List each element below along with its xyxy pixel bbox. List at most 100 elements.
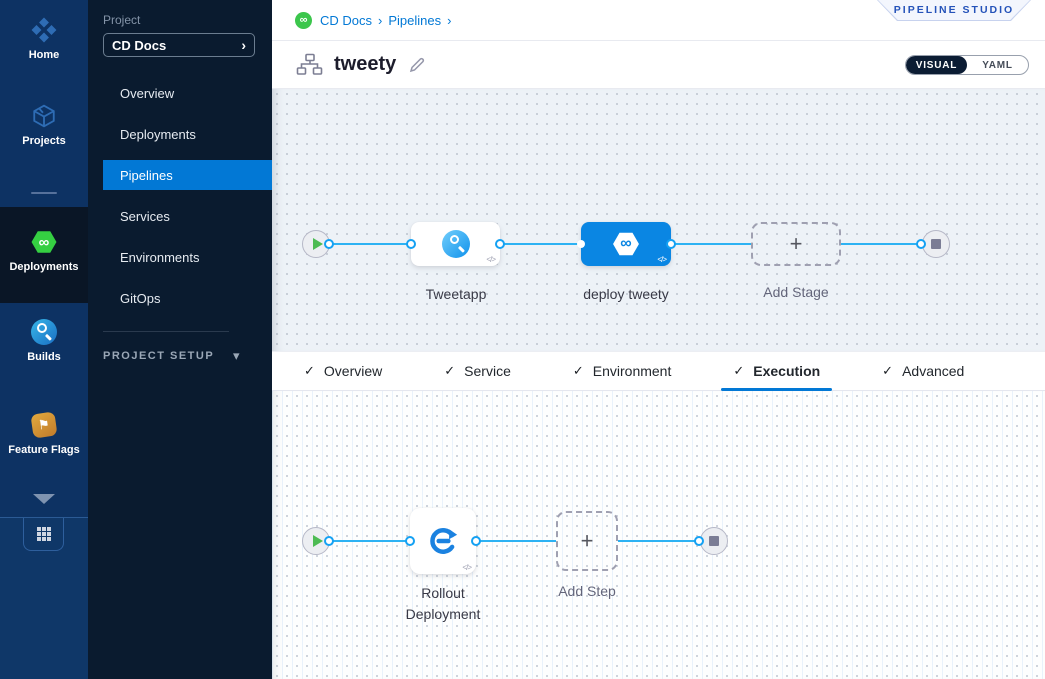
execution-canvas[interactable]: </> + Rollout Deployment Add Step	[272, 391, 1045, 679]
project-name: CD Docs	[112, 37, 167, 53]
connector-port[interactable]	[694, 536, 704, 546]
pipeline-studio-badge: PIPELINE STUDIO	[877, 0, 1031, 21]
connector-line	[841, 243, 921, 245]
check-icon: ✓	[733, 363, 745, 378]
harness-project-icon: ∞	[295, 11, 312, 29]
feature-flags-icon: ⚑	[0, 411, 88, 439]
connector-port[interactable]	[405, 536, 415, 546]
sidebar-item-gitops[interactable]: GitOps	[120, 290, 161, 306]
tab-environment[interactable]: ✓ Environment	[572, 363, 672, 379]
play-icon	[312, 535, 323, 547]
connector-line	[329, 540, 410, 542]
rail-item-home[interactable]: Home	[0, 16, 88, 61]
breadcrumb: ∞ CD Docs › Pipelines › PIPELINE STUDIO	[272, 0, 1045, 41]
add-stage-label: Add Stage	[763, 284, 829, 300]
check-icon: ✓	[304, 363, 315, 378]
deployments-cd-icon: ∞	[0, 228, 88, 256]
rail-item-deployments[interactable]: ∞ Deployments	[0, 228, 88, 273]
home-icon	[0, 16, 88, 44]
tab-advanced[interactable]: ✓ Advanced	[882, 363, 965, 379]
code-icon: </>	[486, 255, 496, 264]
connector-line	[329, 243, 411, 245]
connector-port[interactable]	[577, 240, 585, 248]
check-icon: ✓	[444, 363, 456, 378]
step-label: Rollout Deployment	[405, 585, 481, 622]
visual-yaml-toggle[interactable]: VISUAL YAML	[905, 55, 1029, 75]
project-setup-toggle[interactable]: PROJECT SETUP ▾	[103, 348, 241, 363]
stage-node-tweetapp[interactable]: </>	[411, 222, 500, 266]
rail-active-highlight	[0, 207, 88, 303]
connector-port[interactable]	[495, 239, 505, 249]
main-content: ∞ CD Docs › Pipelines › PIPELINE STUDIO …	[272, 0, 1045, 679]
connector-port[interactable]	[324, 536, 334, 546]
code-icon: </>	[462, 563, 472, 572]
connector-line	[618, 540, 699, 542]
connector-port[interactable]	[406, 239, 416, 249]
projects-cube-icon	[0, 102, 88, 130]
stage-label: Tweetapp	[425, 286, 487, 302]
connector-line	[476, 540, 556, 542]
edit-pencil-icon[interactable]	[408, 56, 426, 74]
plus-icon: +	[789, 231, 803, 256]
connector-port[interactable]	[324, 239, 334, 249]
check-icon: ✓	[882, 363, 894, 378]
stop-icon	[709, 536, 719, 546]
breadcrumb-separator-icon: ›	[378, 12, 383, 28]
execution-end-node[interactable]	[700, 527, 728, 555]
play-icon	[312, 238, 323, 250]
project-selector[interactable]: CD Docs ›	[103, 33, 255, 57]
rail-divider	[31, 192, 57, 194]
pipeline-flowchart-icon	[296, 53, 323, 76]
plus-icon: +	[580, 528, 594, 553]
rail-bottom-panel	[0, 517, 88, 679]
rail-item-projects[interactable]: Projects	[0, 102, 88, 147]
connector-line	[671, 243, 751, 245]
pipeline-end-node[interactable]	[922, 230, 950, 258]
sidebar-item-services[interactable]: Services	[120, 208, 170, 224]
toggle-yaml[interactable]: YAML	[982, 59, 1013, 71]
rail-item-builds[interactable]: Builds	[0, 318, 88, 363]
rail-item-feature-flags[interactable]: ⚑ Feature Flags	[0, 411, 88, 456]
project-label: Project	[103, 13, 141, 27]
toggle-visual[interactable]: VISUAL	[906, 56, 967, 74]
pipeline-name: tweety	[334, 53, 397, 75]
sidebar-item-pipelines[interactable]: Pipelines	[103, 160, 272, 190]
connector-port[interactable]	[666, 239, 676, 249]
stage-canvas[interactable]: </> ∞ </> + Tweetapp deploy tweety Add S…	[272, 89, 1045, 351]
add-step-node[interactable]: +	[556, 511, 618, 571]
rollout-deployment-icon	[430, 528, 458, 554]
sidebar-divider	[103, 331, 229, 332]
tab-overview[interactable]: ✓ Overview	[304, 363, 383, 379]
service-stage-icon	[441, 230, 470, 258]
deploy-stage-icon: ∞	[613, 232, 639, 256]
stage-label: deploy tweety	[583, 286, 669, 302]
rail-item-label: Projects	[22, 135, 66, 147]
chevron-down-icon: ▾	[232, 348, 241, 363]
breadcrumb-cd-docs[interactable]: CD Docs	[320, 12, 373, 28]
project-sidebar: Project CD Docs › Overview Deployments P…	[88, 0, 272, 679]
rail-item-label: Home	[28, 49, 60, 61]
stop-icon	[931, 239, 941, 249]
sidebar-menu: Overview Deployments Pipelines Services …	[88, 78, 272, 324]
tab-service[interactable]: ✓ Service	[444, 363, 511, 379]
rail-item-label: Feature Flags	[8, 444, 80, 456]
chevron-right-icon: ›	[241, 37, 246, 53]
sidebar-item-environments[interactable]: Environments	[120, 249, 200, 265]
step-node-rollout-deployment[interactable]: </>	[410, 508, 476, 574]
grid-icon	[36, 527, 51, 541]
app-grid-button[interactable]	[23, 518, 64, 551]
stage-node-deploy-tweety[interactable]: ∞ </>	[581, 222, 671, 266]
connector-port[interactable]	[471, 536, 481, 546]
check-icon: ✓	[572, 363, 584, 378]
sidebar-item-overview[interactable]: Overview	[120, 85, 175, 101]
breadcrumb-pipelines[interactable]: Pipelines	[388, 12, 442, 28]
add-step-label: Add Step	[558, 583, 616, 599]
add-stage-node[interactable]: +	[751, 222, 841, 266]
module-rail: Home Projects ∞ Deployments Builds ⚑ Fea…	[0, 0, 88, 679]
rail-item-label: Deployments	[9, 261, 79, 273]
pipeline-title-bar: tweety VISUAL YAML	[272, 41, 1045, 89]
tab-execution[interactable]: ✓ Execution	[721, 352, 832, 391]
sidebar-item-deployments[interactable]: Deployments	[120, 126, 196, 142]
rail-more-chevron-down-icon[interactable]	[33, 494, 55, 504]
connector-port[interactable]	[916, 239, 926, 249]
